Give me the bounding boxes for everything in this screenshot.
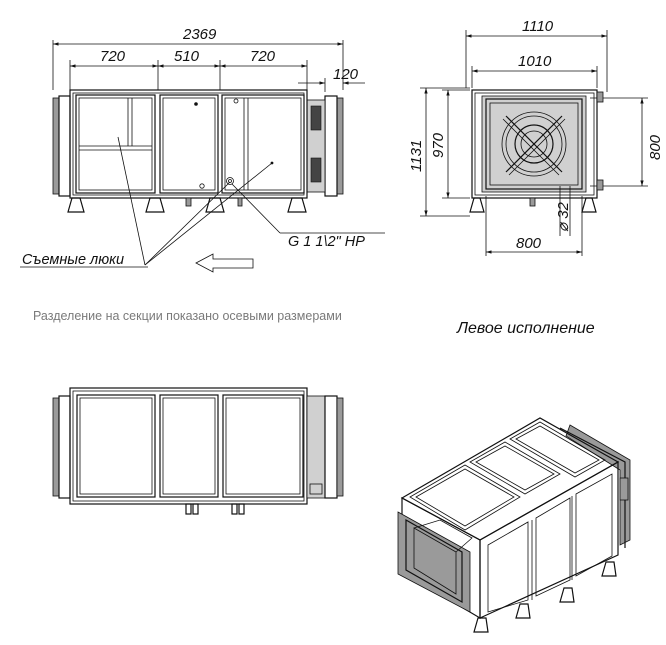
dim-width-inner: 1010 bbox=[518, 53, 552, 70]
dim-width-outer: 1110 bbox=[522, 18, 554, 35]
section-2-panel bbox=[159, 94, 219, 194]
version-title: Левое исполнение bbox=[457, 320, 595, 337]
dim-height-body: 970 bbox=[430, 132, 447, 158]
top-view bbox=[52, 387, 344, 515]
side-view: 1110 1010 1131 970 800 bbox=[408, 18, 664, 256]
removable-hatches-callout: Съемные люки bbox=[22, 252, 124, 268]
dim-drain-diameter: ⌀ 32 bbox=[555, 201, 572, 232]
section-division-note: Разделение на секции показано осевыми ра… bbox=[33, 309, 342, 323]
fan-icon bbox=[501, 111, 567, 177]
thread-callout: G 1 1\2" НР bbox=[288, 234, 365, 250]
dim-outlet-length: 120 bbox=[333, 66, 359, 83]
front-dimensions bbox=[52, 40, 365, 92]
dim-height-total: 1131 bbox=[408, 140, 425, 172]
section-3-panel bbox=[221, 94, 305, 194]
housing bbox=[69, 89, 308, 199]
isometric-view bbox=[397, 417, 631, 633]
inlet-flange bbox=[52, 97, 60, 195]
dim-flange-height: 800 bbox=[647, 134, 664, 160]
front-view: 2369 720 510 720 120 bbox=[20, 26, 385, 273]
dim-section-3: 720 bbox=[250, 48, 276, 65]
dim-overall-length: 2369 bbox=[182, 26, 217, 43]
outlet-flange bbox=[336, 97, 344, 195]
dim-section-1: 720 bbox=[100, 48, 126, 65]
dim-flange-width: 800 bbox=[516, 235, 542, 252]
section-1-panel bbox=[75, 94, 156, 194]
dim-section-2: 510 bbox=[174, 48, 200, 65]
airflow-arrow-icon bbox=[195, 253, 254, 273]
support-feet bbox=[67, 197, 307, 213]
